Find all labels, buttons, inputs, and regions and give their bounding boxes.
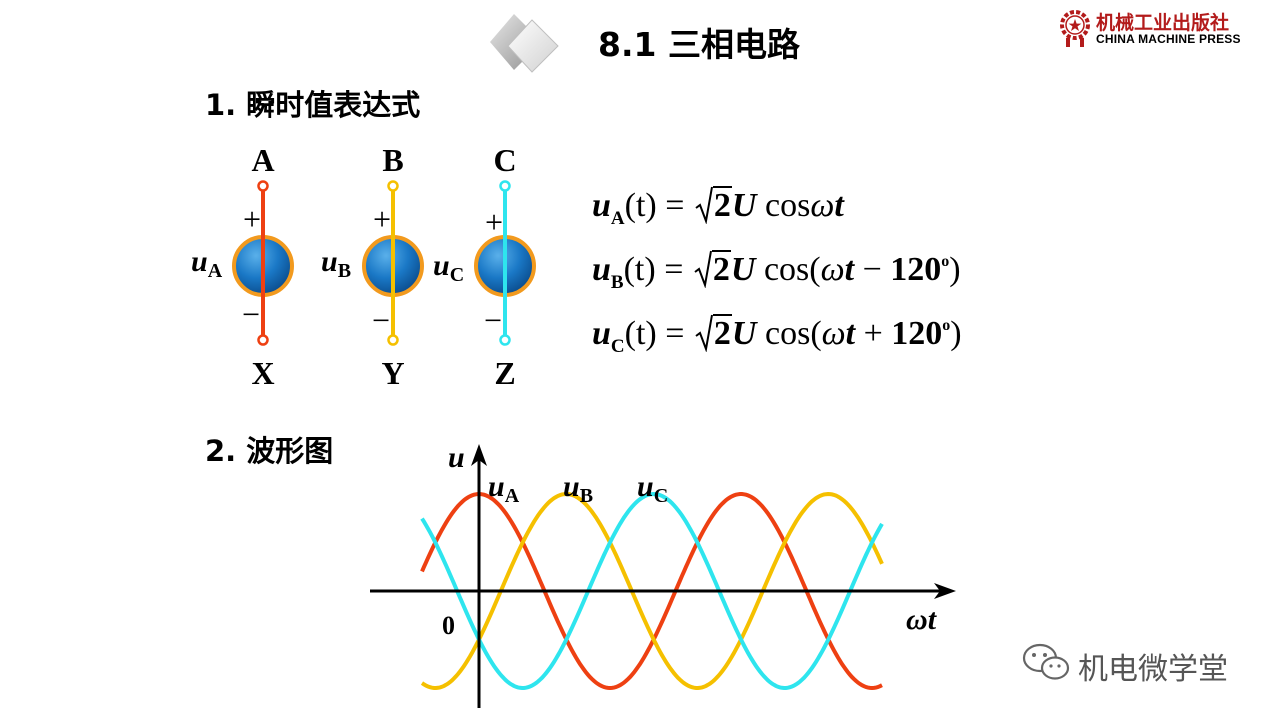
terminal-label-top: A bbox=[251, 142, 274, 178]
terminal-label-top: B bbox=[382, 142, 403, 178]
formula-arg-close: ) bbox=[950, 315, 962, 352]
formula-symbol: u bbox=[592, 251, 611, 288]
publisher-logo: 机械工业出版社 CHINA MACHINE PRESS bbox=[1058, 8, 1274, 52]
polarity-minus: − bbox=[242, 296, 260, 332]
polarity-plus: + bbox=[485, 204, 503, 240]
sqrt-sign: 2 bbox=[694, 250, 731, 289]
curve-label-c: uC bbox=[637, 470, 668, 507]
polarity-plus: + bbox=[243, 201, 261, 237]
formula-op: − bbox=[854, 251, 891, 288]
origin-label: 0 bbox=[442, 611, 455, 640]
formula-degree: o bbox=[942, 317, 951, 334]
wechat-icon bbox=[1022, 643, 1070, 680]
formula-uc: uC(t) = 2U cos(ωt + 120o) bbox=[592, 314, 962, 358]
terminal-dot-top bbox=[257, 180, 269, 192]
formula-omega: ω bbox=[821, 315, 846, 352]
waveform-series-uA bbox=[420, 492, 883, 691]
formula-t: t bbox=[834, 187, 844, 224]
formula-func: cos bbox=[764, 187, 811, 224]
sqrt-sign: 2 bbox=[695, 186, 732, 225]
terminal-label-bottom: X bbox=[251, 355, 274, 391]
waveform-series-uC bbox=[420, 491, 884, 690]
x-axis-label: ωt bbox=[906, 603, 938, 636]
formula-ub: uB(t) = 2U cos(ωt − 120o) bbox=[592, 250, 961, 294]
wechat-watermark: 机电微学堂 bbox=[1022, 640, 1262, 687]
formula-op: + bbox=[855, 315, 892, 352]
formula-amplitude: U bbox=[730, 251, 756, 288]
polarity-plus: + bbox=[373, 201, 391, 237]
section-title-instantaneous: 1. 瞬时值表达式 bbox=[205, 88, 421, 122]
formula-t: t bbox=[844, 251, 855, 288]
watermark-text: 机电微学堂 bbox=[1078, 652, 1228, 687]
formula-symbol: u bbox=[592, 187, 611, 224]
formula-omega: ω bbox=[810, 187, 835, 224]
logo-name-en: CHINA MACHINE PRESS bbox=[1096, 32, 1241, 46]
source-c: C Z + −uC bbox=[433, 142, 536, 391]
source-a: A X + −uA bbox=[191, 142, 294, 391]
terminal-label-top: C bbox=[493, 142, 516, 178]
voltage-label: uA bbox=[191, 245, 223, 282]
formula-func: cos bbox=[763, 251, 810, 288]
terminal-dot-bottom bbox=[257, 334, 269, 346]
y-axis-label: u bbox=[448, 441, 465, 474]
sqrt-radicand: 2 bbox=[712, 186, 732, 224]
formula-lhs: (t) = bbox=[624, 187, 685, 224]
formula-amplitude: U bbox=[731, 315, 757, 352]
sqrt-sign: 2 bbox=[695, 314, 732, 353]
voltage-label: uC bbox=[433, 249, 464, 286]
formula-arg-close: ) bbox=[949, 251, 961, 288]
polarity-minus: − bbox=[484, 302, 502, 338]
formula-amplitude: U bbox=[731, 187, 757, 224]
source-b: B Y + −uB bbox=[321, 142, 424, 391]
page-title: 8.1 三相电路 bbox=[598, 25, 800, 64]
formula-arg-open: ( bbox=[810, 315, 822, 352]
curve-label-b: uB bbox=[563, 470, 593, 507]
formula-omega: ω bbox=[820, 251, 845, 288]
polarity-minus: − bbox=[372, 302, 390, 338]
formula-symbol: u bbox=[592, 315, 611, 352]
formula-degree: o bbox=[941, 253, 950, 270]
section-title-waveform: 2. 波形图 bbox=[205, 434, 334, 468]
y-axis-arrow bbox=[471, 444, 487, 466]
curve-label-a: uA bbox=[488, 470, 520, 507]
gear-star-icon bbox=[1060, 10, 1090, 47]
terminal-dot-bottom bbox=[499, 334, 511, 346]
sqrt-radicand: 2 bbox=[711, 250, 731, 288]
formula-arg-open: ( bbox=[809, 251, 821, 288]
formula-angle: 120 bbox=[890, 251, 942, 288]
terminal-dot-bottom bbox=[387, 334, 399, 346]
sqrt-radicand: 2 bbox=[712, 314, 732, 352]
logo-name-cn: 机械工业出版社 bbox=[1096, 12, 1230, 34]
formula-lhs: (t) = bbox=[623, 251, 684, 288]
terminal-label-bottom: Z bbox=[494, 355, 515, 391]
title-diamond-decoration bbox=[488, 10, 562, 80]
formula-subscript: B bbox=[610, 272, 624, 293]
waveform-chart: u ωt 0 uA uB uC bbox=[370, 441, 956, 708]
formula-func: cos bbox=[764, 315, 811, 352]
formula-ua: uA(t) = 2U cosωt bbox=[592, 186, 844, 230]
formula-t: t bbox=[845, 315, 856, 352]
formula-subscript: A bbox=[610, 208, 625, 229]
formula-subscript: C bbox=[610, 336, 625, 357]
x-axis-arrow bbox=[934, 583, 956, 599]
waveform-series-uB bbox=[420, 491, 884, 690]
terminal-dot-top bbox=[387, 180, 399, 192]
voltage-label: uB bbox=[321, 245, 351, 282]
formula-angle: 120 bbox=[891, 315, 943, 352]
formula-lhs: (t) = bbox=[624, 315, 685, 352]
terminal-label-bottom: Y bbox=[381, 355, 404, 391]
terminal-dot-top bbox=[499, 180, 511, 192]
